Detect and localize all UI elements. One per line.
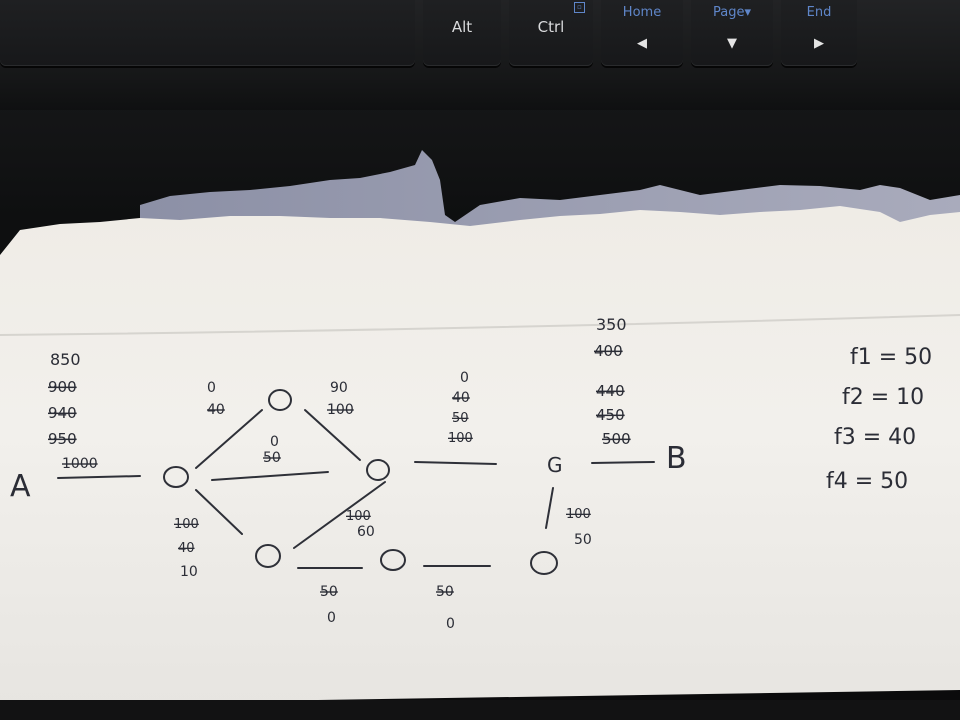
edge-label-crossed: 50 [436,584,454,600]
alt-key: Alt [423,0,501,66]
node-6 [530,551,558,575]
edge-label-crossed: 40 [207,402,225,418]
end-value-crossed: 450 [596,406,625,424]
edge-label: 60 [357,524,375,540]
f-value: f3 = 40 [834,425,916,450]
node-5 [380,549,406,571]
edge-4-3 [293,481,386,549]
start-value-current: 850 [50,350,81,369]
paper-fold [0,314,960,336]
edge-label-crossed: 50 [320,584,338,600]
down-arrow-icon: ▼ [727,36,737,51]
node-2 [268,389,292,411]
edge-g-b [591,461,655,464]
edge-label: 0 [446,616,455,632]
edge-1-3 [211,471,329,481]
start-value-crossed: 940 [48,404,77,422]
right-arrow-icon: ▶ [814,36,824,51]
node-g-label: G [547,453,563,477]
edge-label: 50 [574,532,592,548]
ctrl-key: ▫ Ctrl [509,0,593,66]
laptop-keyboard: Alt ▫ Ctrl Home ◀ Page▾ ▼ End ▶ [0,0,960,110]
node-1 [163,466,189,488]
end-value-crossed: 400 [594,342,623,360]
page-key: Page▾ ▼ [691,0,773,66]
edge-label: 10 [180,564,198,580]
edge-label: 0 [460,370,469,386]
edge-label-crossed: 50 [263,450,281,466]
end-value-crossed: 440 [596,382,625,400]
start-value-crossed: 900 [48,378,77,396]
edge-label-crossed: 100 [174,517,199,532]
edge-1-4 [195,489,243,535]
edge-label: 0 [270,434,279,450]
f-value: f4 = 50 [826,469,908,494]
spacebar-key [0,0,415,66]
end-value-crossed: 500 [602,430,631,448]
edge-1-2 [195,409,263,469]
edge-label-crossed: 40 [178,541,195,556]
graph-strokes [57,389,655,575]
edge-g-6 [545,487,554,529]
edge-3-g [414,461,497,465]
handwriting: A B G 850 900 940 950 1000 350 400 440 4… [10,315,932,632]
start-node-label: A [10,469,31,504]
start-value-crossed: 1000 [62,456,98,472]
edge-label-crossed: 100 [346,509,371,524]
edge-label: 0 [207,380,216,396]
edge-label-crossed: 100 [448,431,473,446]
page-key-label: Page▾ [713,5,751,20]
ctrl-key-label: Ctrl [537,18,565,36]
edge-label: 90 [330,380,348,396]
edge-label-crossed: 100 [566,507,591,522]
end-key: End ▶ [781,0,857,66]
node-4 [255,544,281,568]
edge-label-crossed: 40 [452,390,470,406]
table-edge [0,700,960,720]
start-value-crossed: 950 [48,430,77,448]
end-value-current: 350 [596,315,627,334]
home-key: Home ◀ [601,0,683,66]
f-value: f2 = 10 [842,385,924,410]
edge-label: 0 [327,610,336,626]
f-value: f1 = 50 [850,345,932,370]
end-key-label: End [806,5,832,20]
edge-label-crossed: 100 [327,402,354,418]
home-key-label: Home [622,5,662,20]
edge-2-3 [304,409,361,461]
left-arrow-icon: ◀ [637,36,647,51]
node-3 [366,459,390,481]
edge-label-crossed: 50 [452,411,469,426]
start-line [57,475,141,479]
alt-key-label: Alt [451,18,473,36]
key-badge-icon: ▫ [574,2,585,13]
paper-sheet [0,206,960,705]
end-node-label: B [666,441,687,476]
